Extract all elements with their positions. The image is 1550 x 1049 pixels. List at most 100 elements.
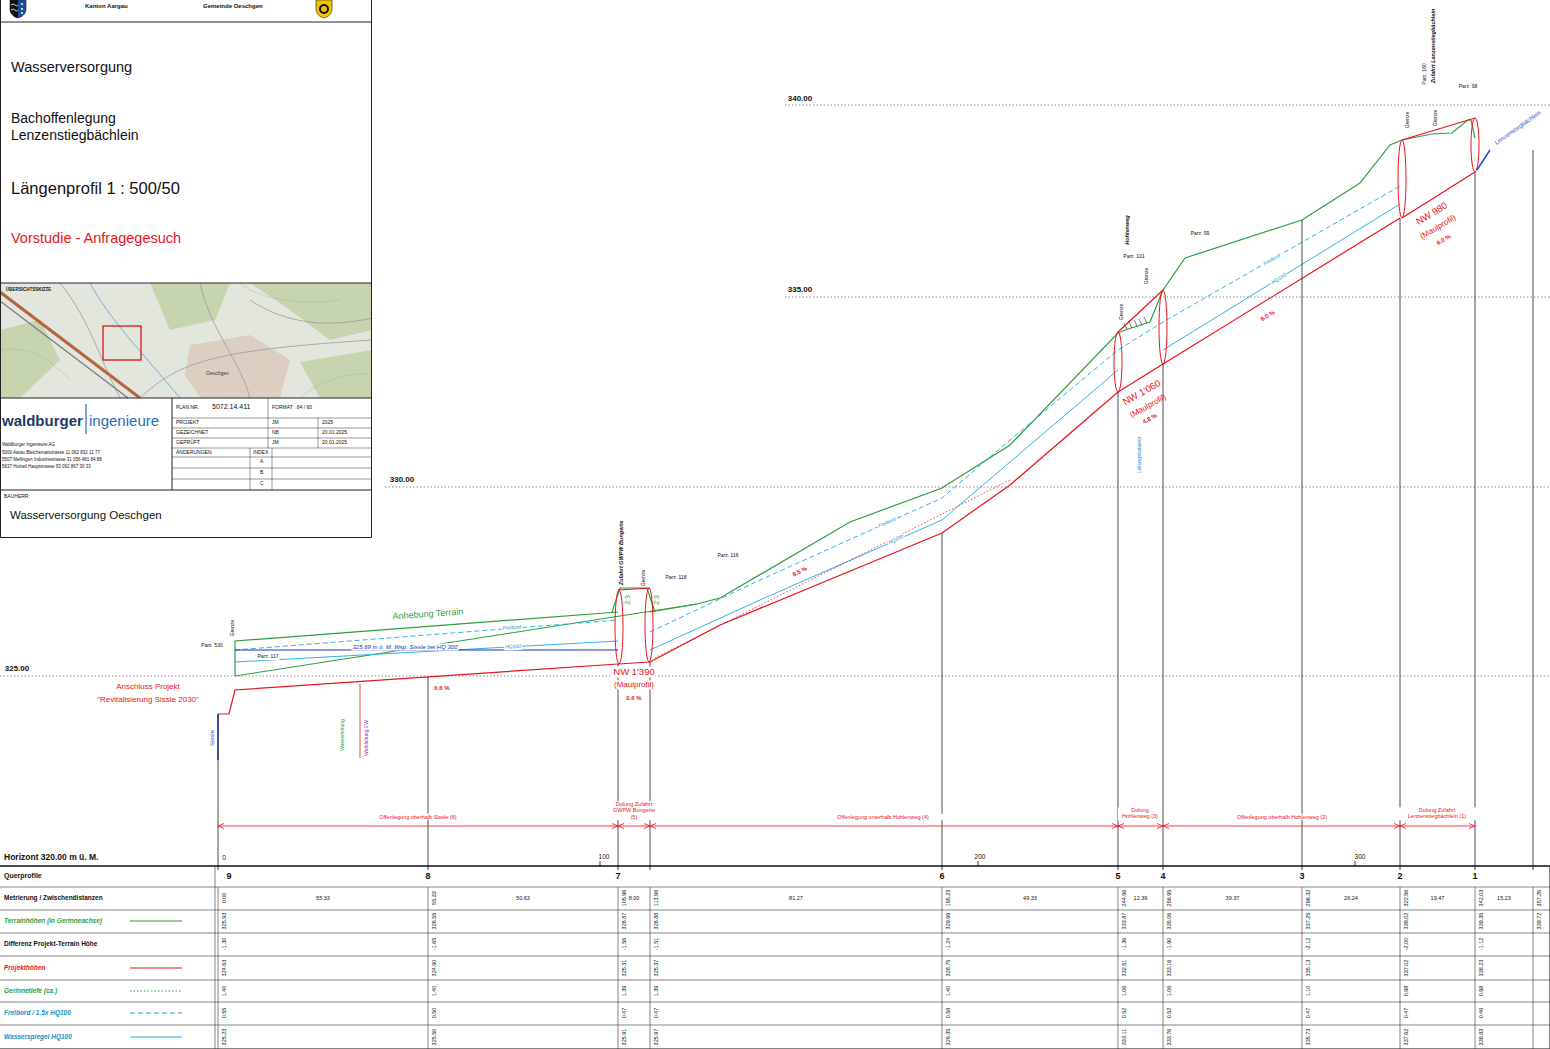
project-heading: Wasserversorgung: [11, 59, 132, 76]
client-name: Wasserversorgung Oeschgen: [10, 509, 162, 522]
project-note: "Revitalisierung Sissle 2030": [97, 695, 199, 704]
table-cell: 1.06: [1121, 986, 1127, 997]
elevation-label: 325.00: [5, 664, 29, 673]
pipe-label: NW 1'390: [612, 667, 655, 678]
gradient-label: 8.5 %: [791, 565, 810, 579]
table-cell: -1.24: [945, 938, 951, 951]
table-cell: 332.51: [1121, 960, 1127, 977]
table-cell: 19.47: [1431, 895, 1445, 901]
project-bed-line: [218, 118, 1475, 714]
profile-number: 2: [1397, 871, 1402, 881]
map-place-name: Oeschgen: [206, 371, 229, 377]
table-cell: 325.31: [621, 960, 627, 977]
terrain-note: Anhebung Terrain: [392, 606, 463, 621]
map-railway: [0, 301, 128, 398]
parcel-note: Parz. 160: [1422, 63, 1428, 84]
logo-bar: [85, 404, 86, 434]
table-cell: 333.11: [1121, 1029, 1127, 1045]
legend-label: Wasserspiegel HQ100: [4, 1033, 72, 1040]
culvert-section: [1159, 290, 1167, 364]
map-stream: [90, 283, 180, 398]
table-cell: 256.95: [1166, 890, 1172, 907]
elevation-label: 330.00: [390, 475, 414, 484]
section-label: Dolung Zufahrt Lenzenstiegbächlein (1): [1396, 807, 1478, 820]
water-level-label: Freibord: [876, 516, 897, 530]
slope-label: 2:3: [624, 595, 632, 605]
table-cell: 0.47: [1403, 1008, 1409, 1019]
crossing-label: Zufahrt GWPW Bungerte: [618, 521, 624, 585]
water-level-label: Freibord: [1262, 252, 1283, 267]
section-label: Offenlegung unterhalb Hohlenweg (4): [783, 814, 983, 820]
parcel-note: Parz. 101: [1123, 254, 1144, 260]
map-project-marker: [103, 326, 141, 360]
table-cell: 325.50: [431, 1029, 437, 1046]
table-cell: 26.24: [1344, 895, 1358, 901]
company-address: 5637 Hottwil Hauptstrasse 93 062 867 30 …: [2, 464, 91, 469]
table-cell: 296.32: [1305, 890, 1311, 907]
table-cell: 0.98: [1478, 986, 1484, 997]
gradient-label: 6.0 %: [1260, 309, 1277, 323]
plan-info-cell: BAUHERR:: [4, 494, 30, 500]
legend-sample-line: [130, 967, 182, 968]
table-cell: 1.39: [653, 986, 659, 997]
elevation-label: 335.00: [788, 285, 812, 294]
row-header: Differenz Projekt-Terrain Höhe: [4, 940, 97, 947]
table-cell: 339.72: [1536, 913, 1542, 930]
project-phase: Vorstudie - Anfragegesuch: [11, 230, 181, 247]
plan-info-cell: 2025: [322, 420, 333, 426]
terrain-line: [235, 120, 1475, 676]
table-cell: 1.40: [945, 986, 951, 997]
table-grid: [0, 866, 1550, 1049]
datum-label: Horizont 320.00 m ü. M.: [4, 853, 98, 863]
water-level-label: HQ100: [887, 534, 906, 547]
table-cell: 335.73: [1305, 1029, 1311, 1046]
project-title-panel: WasserversorgungBachoffenlegung Lenzenst…: [0, 22, 372, 283]
table-cell: 0.98: [1403, 986, 1409, 997]
table-cell: 337.02: [1403, 960, 1409, 977]
table-cell: -1.30: [221, 938, 227, 951]
table-cell: 339.35: [1478, 913, 1484, 930]
table-cell: 325.91: [621, 1029, 627, 1046]
parcel-note: Grenze: [1119, 304, 1125, 320]
plan-info-cell: PLAN NR.: [176, 405, 199, 411]
table-cell: 1.40: [431, 986, 437, 997]
table-cell: 335.13: [1305, 960, 1311, 977]
project-note: (Maulprofil): [613, 680, 655, 689]
legend-sample-line: [130, 990, 182, 991]
profile-number: 1: [1472, 871, 1477, 881]
existing-terrain-line: [235, 604, 697, 676]
culvert-section: [1471, 118, 1479, 172]
municipal-coat-of-arms: [320, 5, 328, 13]
title-header: Kanton AargauGemeinde Oeschgen: [0, 0, 372, 22]
culvert-section: [615, 590, 623, 664]
table-cell: 1.40: [221, 986, 227, 997]
parcel-note: Grenze: [1405, 112, 1411, 128]
table-cell: 81.27: [789, 895, 803, 901]
plan-info-cell: PROJEKT: [176, 420, 199, 426]
plan-info-cell: JM: [272, 440, 279, 446]
table-cell: -1.51: [653, 938, 659, 951]
table-cell: -2.00: [1403, 938, 1409, 951]
table-cell: 1.10: [1305, 986, 1311, 997]
table-cell: 329.99: [945, 913, 951, 930]
canton-coat-of-arms: [21, 12, 23, 14]
legend-sample-line: [130, 1012, 182, 1013]
parcel-note: Grenze: [230, 620, 236, 636]
utility-crossing: [360, 684, 361, 758]
plan-info-cell: A: [260, 459, 263, 465]
table-cell: 328.75: [945, 960, 951, 977]
table-cell: 342.03: [1478, 890, 1484, 907]
map-forest: [0, 283, 372, 398]
row-header: Querprofile: [4, 872, 42, 880]
canton-coat-of-arms: [10, 0, 18, 18]
station-line: [218, 150, 1533, 866]
table-cell: 326.87: [621, 913, 627, 930]
table-cell: 338.83: [1478, 1029, 1484, 1046]
table-cell: 322.56: [1403, 890, 1409, 907]
plan-info-cell: GEPRÜFT: [176, 440, 200, 446]
table-cell: 0.52: [1166, 1008, 1172, 1019]
table-cell: 333.87: [1121, 913, 1127, 930]
parcel-note: Grenze: [1433, 110, 1439, 126]
legend-label: Terrainhöhen (in Gerinneachse): [4, 917, 102, 924]
table-cell: 0.58: [945, 1008, 951, 1019]
